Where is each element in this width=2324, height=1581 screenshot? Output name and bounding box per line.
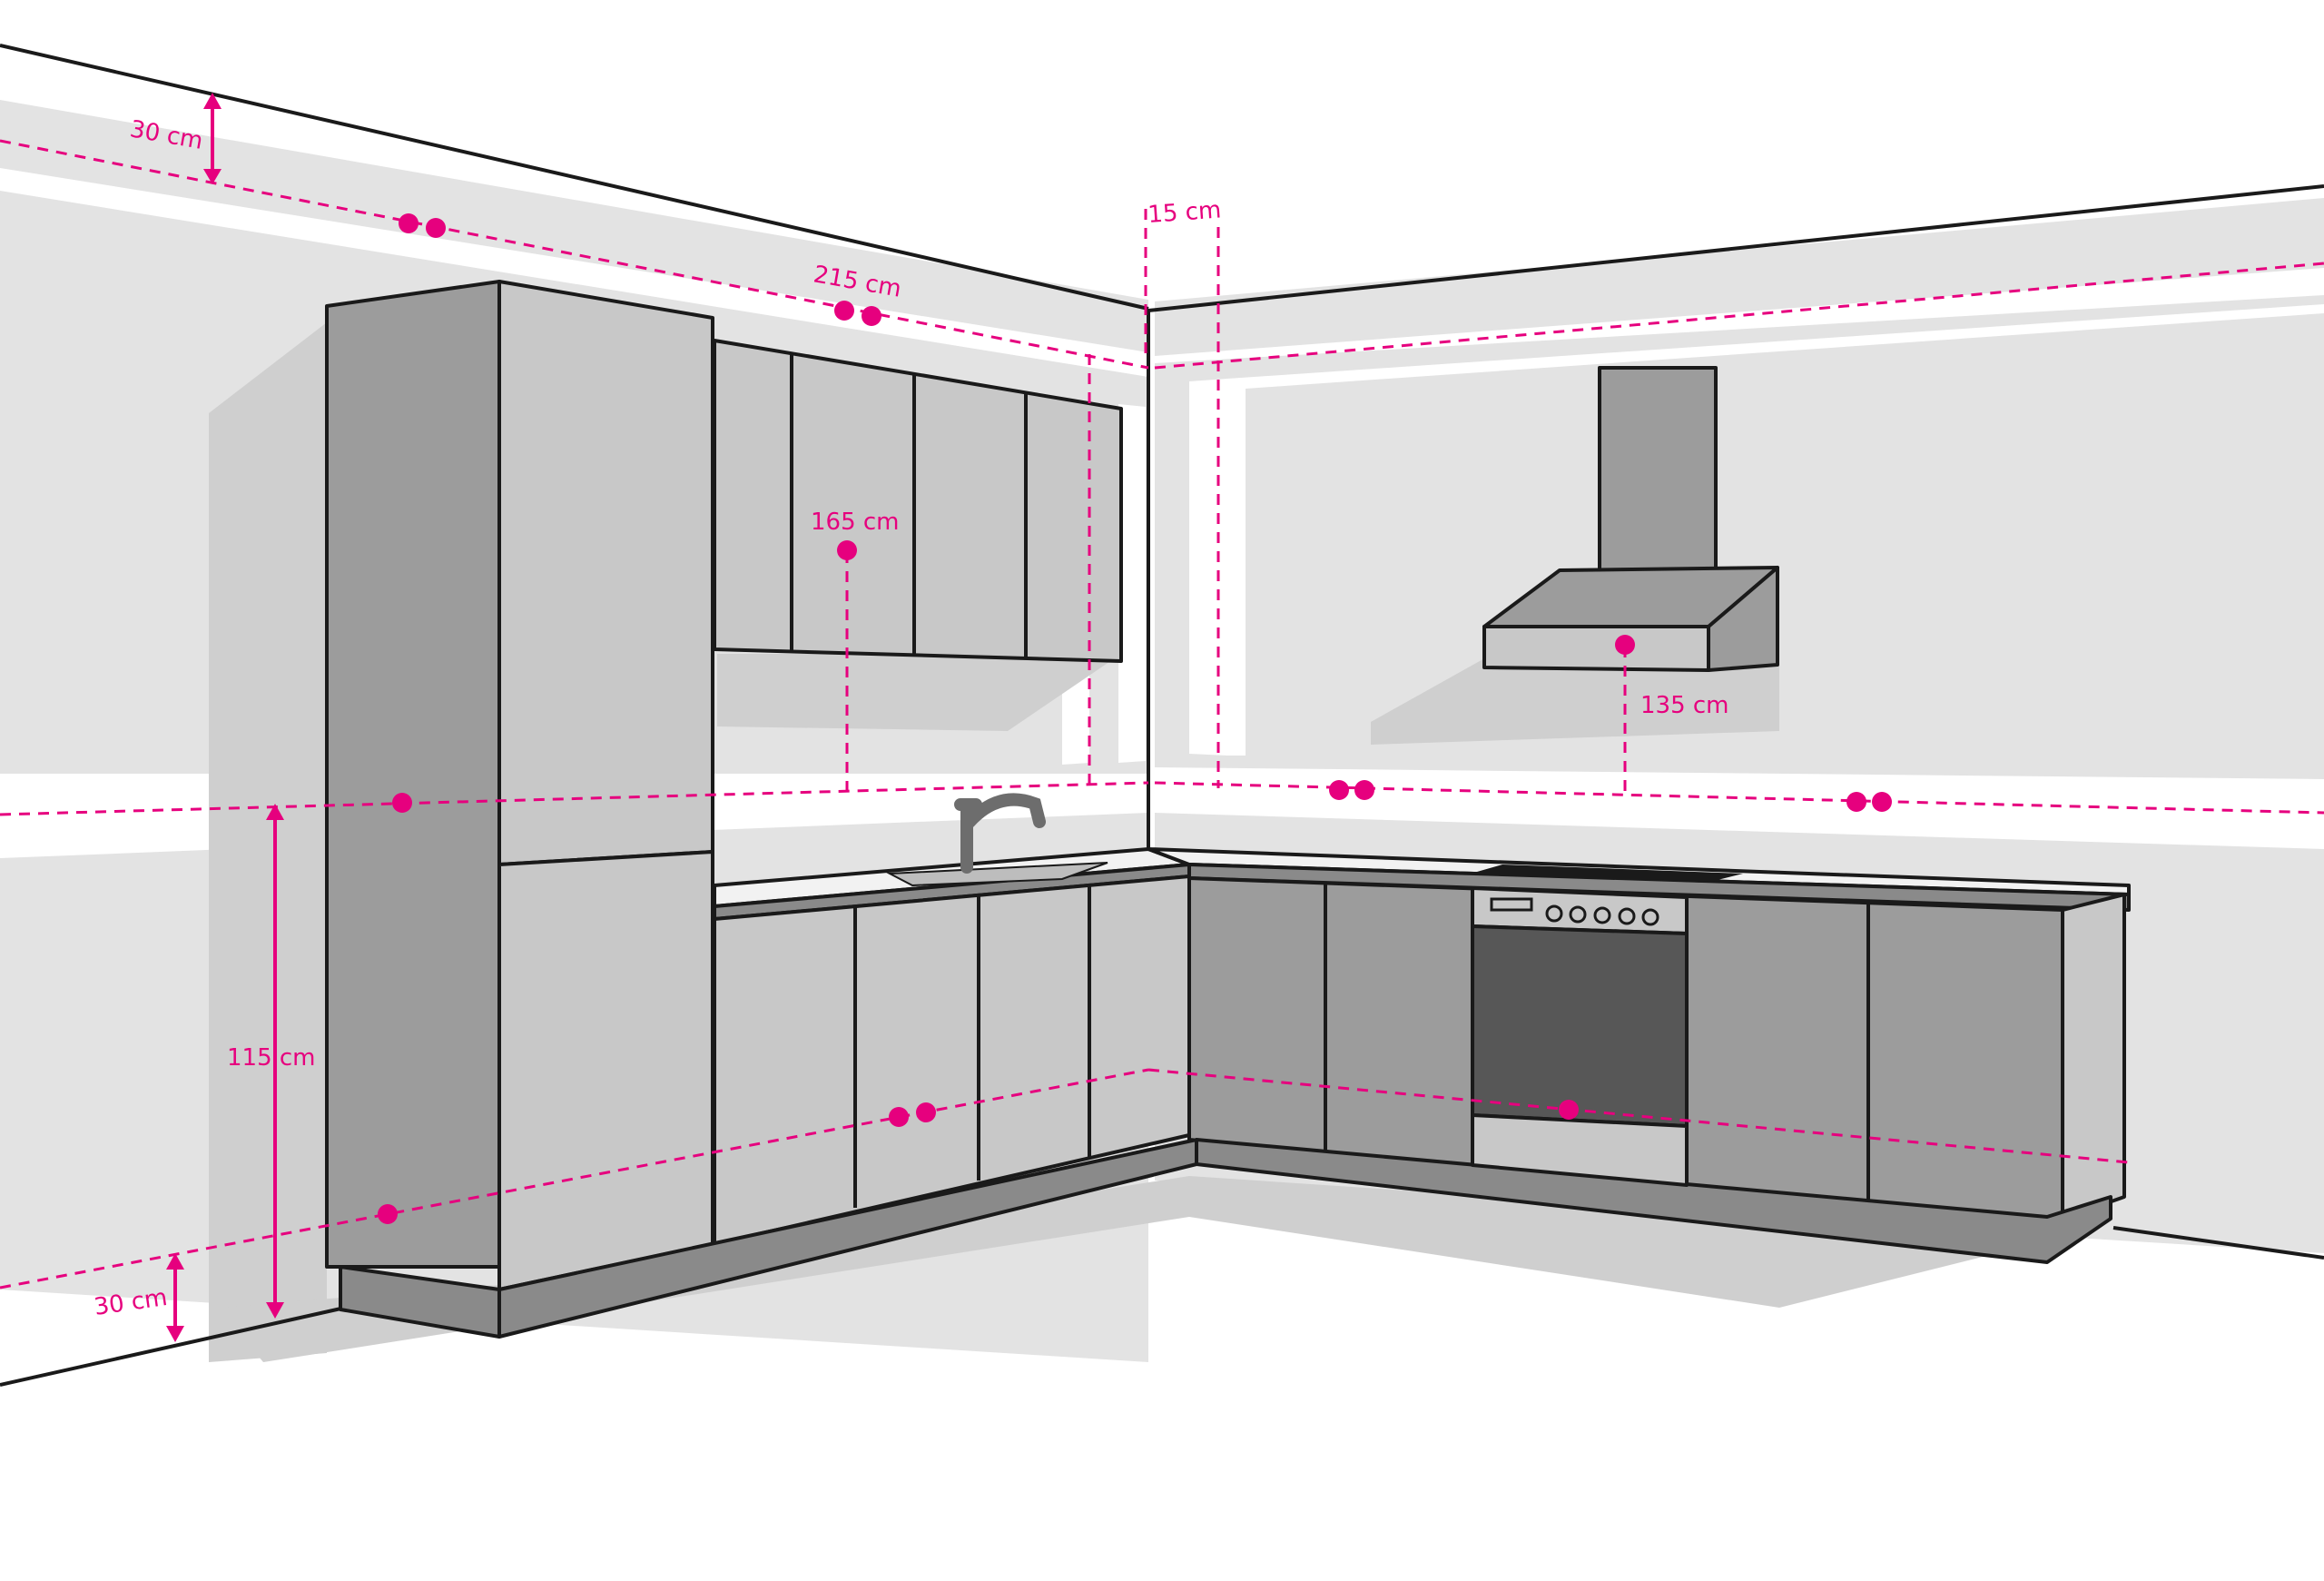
bottom-line-right bbox=[1147, 1068, 2130, 1164]
dimension-labels: 30 cm 15 cm 215 cm 165 cm 135 cm 115 cm … bbox=[93, 115, 1729, 1321]
oven-drawer bbox=[1471, 1113, 1689, 1187]
bottom-point-3 bbox=[1559, 1100, 1579, 1120]
socket-point-2a bbox=[1329, 780, 1349, 800]
installation-lines bbox=[0, 139, 2324, 1290]
socket-point-1 bbox=[392, 793, 412, 813]
oven-knob-3 bbox=[1593, 906, 1611, 924]
right-wall-top-band bbox=[1155, 198, 2324, 356]
right-base-plinth bbox=[1195, 1138, 2112, 1264]
tall-cabinet bbox=[325, 280, 714, 1339]
floor-shadow bbox=[218, 1176, 2070, 1362]
wall-cabinet-body bbox=[713, 339, 1123, 663]
hood-canopy-front bbox=[1482, 625, 1710, 672]
bottom-point-1 bbox=[378, 1204, 398, 1224]
top-line-left bbox=[0, 139, 1149, 370]
socket-line-right bbox=[1154, 781, 2324, 815]
hood-chimney bbox=[1598, 366, 1718, 590]
right-countertop-edge bbox=[1187, 863, 2131, 912]
bottom-offset-arrowhead-up bbox=[166, 1253, 184, 1270]
oven-knob-4 bbox=[1618, 907, 1636, 925]
top-point-2a bbox=[834, 301, 854, 321]
sink bbox=[886, 793, 1108, 887]
tall-cabinet-front-bottom bbox=[497, 850, 714, 1291]
tall-cabinet-side bbox=[325, 280, 501, 1269]
oven-knob-2 bbox=[1569, 905, 1587, 924]
socket-point-3b bbox=[1872, 792, 1892, 812]
top-offset-arrowhead-up bbox=[203, 93, 222, 109]
tall-cabinet-shadow bbox=[209, 322, 327, 1362]
oven bbox=[1471, 886, 1689, 1187]
connection-points bbox=[378, 213, 1892, 1224]
top-offset-arrowhead-down bbox=[203, 169, 222, 184]
top-point-2b bbox=[862, 306, 881, 326]
bottom-point-2a bbox=[889, 1107, 909, 1127]
label-socket-height: 115 cm bbox=[227, 1044, 316, 1072]
cooktop bbox=[1471, 865, 1743, 883]
bottom-offset-arrowhead-down bbox=[166, 1326, 184, 1342]
left-base-cabinets bbox=[497, 874, 1198, 1339]
oven-knob-1 bbox=[1545, 904, 1563, 923]
right-ceiling-edge bbox=[1147, 184, 2324, 312]
wall-cabinet-shadow bbox=[717, 654, 1121, 731]
left-ceiling-edge bbox=[0, 44, 1149, 311]
right-base-end-panel bbox=[2061, 893, 2126, 1220]
left-floor-edge bbox=[0, 1306, 346, 1387]
oven-display bbox=[1490, 897, 1533, 912]
bottom-point-2b bbox=[916, 1102, 936, 1122]
socket-height-arrowhead-down bbox=[266, 1302, 284, 1319]
top-line-right bbox=[1154, 262, 2324, 370]
label-ceiling-gap: 15 cm bbox=[1147, 196, 1222, 229]
hood-canopy-side bbox=[1707, 566, 1779, 672]
left-wall-strip-2 bbox=[1118, 404, 1146, 763]
hood-point bbox=[1615, 635, 1635, 655]
top-point-1a bbox=[399, 213, 419, 233]
sink-basin bbox=[886, 862, 1108, 887]
wall-cabinet-point bbox=[837, 540, 857, 560]
socket-line-left bbox=[0, 781, 1149, 816]
label-hood: 135 cm bbox=[1640, 692, 1729, 719]
socket-height-arrowhead-up bbox=[266, 804, 284, 820]
range-hood bbox=[1482, 366, 1779, 672]
oven-knob-5 bbox=[1641, 908, 1659, 926]
right-wall-upper-zone bbox=[1155, 295, 2324, 779]
faucet-icon bbox=[954, 793, 1046, 874]
socket-point-3a bbox=[1846, 792, 1866, 812]
wall-cabinets bbox=[713, 339, 1123, 663]
oven-door bbox=[1471, 924, 1689, 1128]
dimension-arrows bbox=[166, 93, 284, 1342]
tall-cabinet-front-top bbox=[497, 280, 714, 866]
bottom-line-left bbox=[0, 1068, 1149, 1290]
right-wall-window bbox=[1189, 379, 1227, 756]
socket-point-2b bbox=[1354, 780, 1374, 800]
left-wall-top-band bbox=[0, 100, 1148, 352]
right-floor-edge bbox=[2112, 1226, 2324, 1260]
label-wall-cabinet: 165 cm bbox=[811, 509, 900, 536]
top-point-1b bbox=[426, 218, 446, 238]
room-edges bbox=[0, 44, 2324, 1387]
